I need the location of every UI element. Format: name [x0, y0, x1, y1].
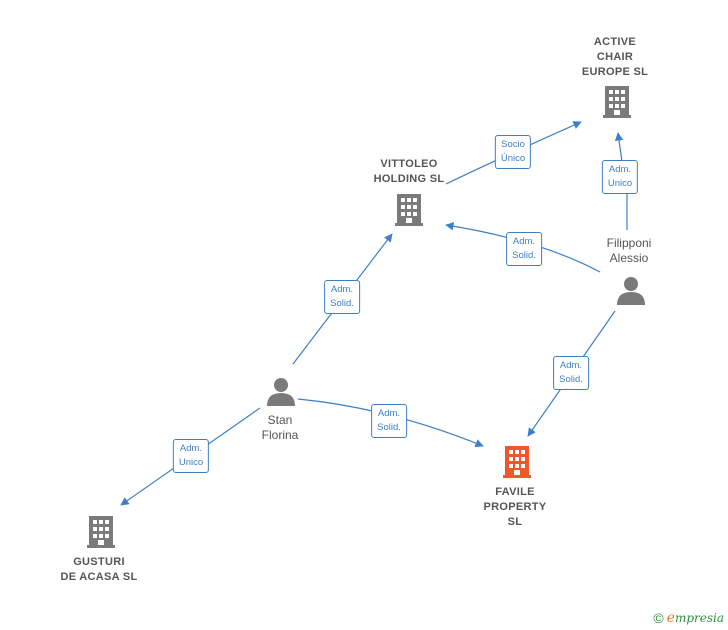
building-icon[interactable]	[603, 86, 631, 118]
person-icon[interactable]	[617, 277, 645, 305]
edge-label-adm-solid: Adm. Solid.	[324, 280, 360, 314]
building-icon[interactable]	[395, 194, 423, 226]
copyright-symbol: ©	[653, 610, 664, 626]
edge-label-socio-unico: Socio Único	[494, 135, 532, 169]
empresia-logo: empresia	[666, 610, 724, 626]
building-icon[interactable]	[87, 516, 115, 548]
edge-label-adm-unico: Adm. Unico	[601, 160, 639, 194]
edge-label-adm-unico: Adm. Unico	[172, 439, 210, 473]
person-icon[interactable]	[267, 378, 295, 406]
node-label-filipponi-alessio[interactable]: Filipponi Alessio	[606, 236, 652, 265]
footer-brand[interactable]: © empresia	[653, 610, 724, 626]
edge-filipponi-active	[618, 133, 628, 230]
node-label-favile-property[interactable]: FAVILE PROPERTY SL	[483, 486, 547, 528]
node-label-stan-florina[interactable]: Stan Florina	[261, 413, 299, 442]
node-label-vittoleo-holding[interactable]: VITTOLEO HOLDING SL	[373, 158, 445, 185]
building-icon[interactable]	[503, 446, 531, 478]
edge-label-adm-solid: Adm. Solid.	[506, 232, 542, 266]
node-label-gusturi-de-acasa[interactable]: GUSTURI DE ACASA SL	[60, 556, 138, 583]
edge-label-adm-solid: Adm. Solid.	[553, 356, 589, 390]
node-label-active-chair-europe[interactable]: ACTIVE CHAIR EUROPE SL	[581, 36, 649, 78]
edge-label-adm-solid: Adm. Solid.	[371, 404, 407, 438]
